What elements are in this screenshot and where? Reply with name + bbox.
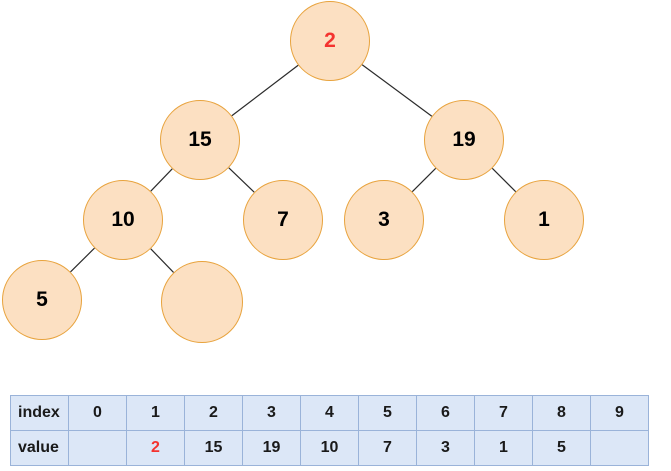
tree-node-label: 5 [36,288,48,311]
tree-node-1[interactable]: 1 [504,180,584,260]
index-cell-6: 6 [416,395,475,431]
index-cell-2: 2 [184,395,243,431]
tree-edge [150,168,173,192]
tree-edge [231,64,299,117]
value-cell-6: 3 [416,430,475,466]
tree-node-19[interactable]: 19 [424,100,504,180]
tree-edge [228,167,255,193]
index-cell-8: 8 [532,395,591,431]
row-label-index: index [10,395,69,431]
tree-node-10[interactable]: 10 [83,180,163,260]
tree-edge [150,248,174,273]
tree-node-label: 10 [111,208,135,231]
tree-node-label: 15 [188,128,212,151]
tree-node-label: 1 [538,208,550,231]
value-cell-2: 15 [184,430,243,466]
value-cell-3: 19 [242,430,301,466]
tree-node-5[interactable]: 5 [2,260,82,340]
index-cell-5: 5 [358,395,417,431]
index-cell-0: 0 [68,395,127,431]
value-cell-0 [68,430,127,466]
tree-edge [491,167,517,193]
tree-edge [411,167,437,193]
index-cell-7: 7 [474,395,533,431]
index-cell-4: 4 [300,395,359,431]
value-cell-8: 5 [532,430,591,466]
tree-edge [70,247,95,273]
value-cell-4: 10 [300,430,359,466]
tree-node-3[interactable]: 3 [344,180,424,260]
value-cell-1: 2 [126,430,185,466]
tree-node-label: 3 [378,208,390,231]
index-cell-3: 3 [242,395,301,431]
value-cell-7: 1 [474,430,533,466]
index-cell-9: 9 [590,395,649,431]
tree-edge [361,64,433,117]
tree-edge-layer [70,64,517,273]
tree-node-7[interactable]: 7 [243,180,323,260]
value-cell-5: 7 [358,430,417,466]
tree-node-label: 19 [452,128,476,151]
tree-node-empty[interactable] [161,261,243,343]
tree-node-2[interactable]: 2 [290,1,370,81]
tree-node-label: 2 [324,29,336,52]
row-label-value: value [10,430,69,466]
value-cell-9 [590,430,649,466]
tree-node-15[interactable]: 15 [160,100,240,180]
index-cell-1: 1 [126,395,185,431]
tree-node-label: 7 [277,208,289,231]
